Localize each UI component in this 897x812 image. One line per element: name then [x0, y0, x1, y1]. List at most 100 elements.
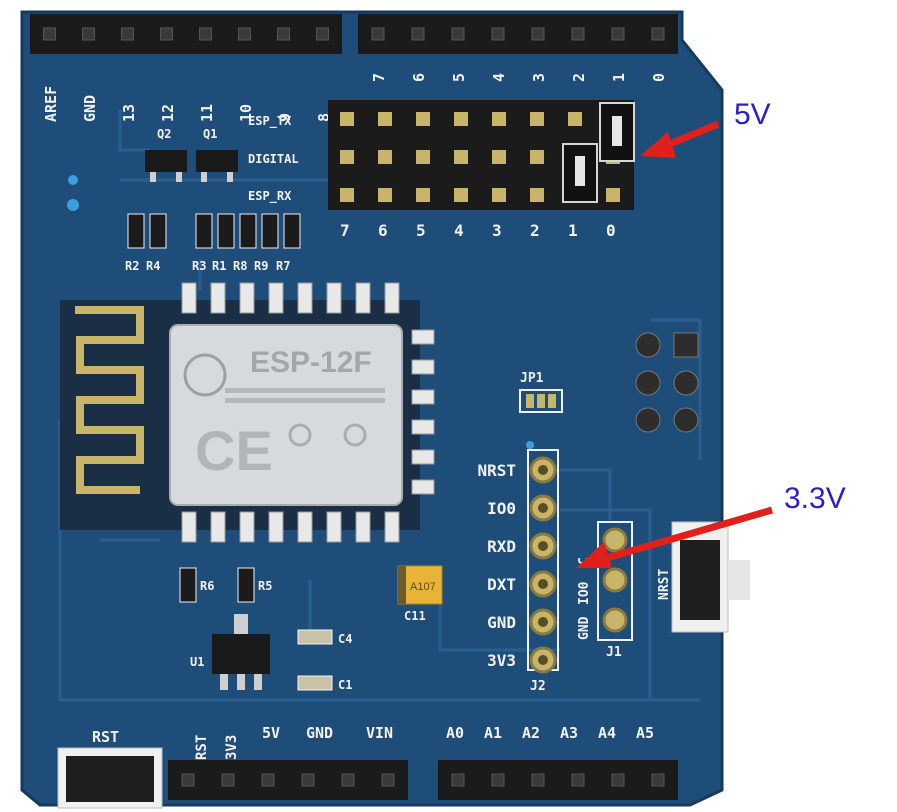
jumper-col-label: 0	[606, 221, 616, 240]
nrst-side-button[interactable]: NRST	[657, 521, 750, 633]
bottom-analog-header-socket	[571, 773, 585, 787]
callout-3v3: 3.3V	[576, 482, 846, 568]
jumper-pin	[492, 188, 506, 202]
top-right-label-7: 7	[370, 73, 388, 82]
jumper-pin	[530, 112, 544, 126]
resistor-label-r9: R9	[254, 259, 268, 273]
jumper-row-label-esp-tx: ESP_TX	[248, 114, 292, 129]
module-pad-bottom	[181, 511, 197, 543]
top-left-label-10: 10	[237, 104, 255, 122]
weee-mark-icon	[288, 423, 312, 447]
jumper-pin	[340, 150, 354, 164]
svg-text:U1: U1	[190, 655, 204, 669]
top-left-header-socket	[316, 27, 329, 41]
j2-pin-label-nrst: NRST	[477, 461, 516, 480]
resistor-body	[283, 213, 301, 249]
c11-marking: A107	[410, 581, 436, 593]
bottom-power-header-socket	[301, 773, 315, 787]
j1-pin-label-io0: IO0	[577, 581, 592, 605]
j1-pin	[602, 527, 628, 553]
svg-text:R6: R6	[200, 579, 214, 593]
module-pad-top	[268, 282, 284, 314]
top-left-label-gnd: GND	[81, 95, 99, 122]
j1-outline	[597, 521, 633, 641]
j2-pin-label-dxt: DXT	[487, 575, 516, 594]
bottom-header-analog	[438, 760, 678, 800]
top-header-right	[358, 14, 678, 54]
bottom-analog-header-socket	[611, 773, 625, 787]
analog-label-a1: A1	[484, 724, 502, 742]
module-pad-top	[239, 282, 255, 314]
top-left-label-aref: AREF	[42, 86, 60, 122]
jumper-cap-5v[interactable]	[599, 102, 635, 162]
j2-label: J2	[530, 679, 546, 694]
resistor-r5: R5	[237, 567, 272, 603]
top-left-header-body	[30, 14, 342, 54]
svg-text:R5: R5	[258, 579, 272, 593]
module-pad-top	[326, 282, 342, 314]
rst-button-label: RST	[92, 728, 119, 746]
jumper-pin	[606, 188, 620, 202]
bottom-analog-header-socket	[451, 773, 465, 787]
module-pad-side	[411, 449, 435, 465]
top-right-label-4: 4	[490, 73, 508, 82]
c11-label: C11	[404, 609, 426, 623]
ce-mark-icon: CE	[195, 419, 273, 482]
bottom-power-header-socket	[341, 773, 355, 787]
jumper-pin	[492, 112, 506, 126]
j2-pin-hole	[538, 465, 548, 475]
rst-bottom-button[interactable]: RST	[57, 728, 163, 809]
regulator-u1: U1	[190, 614, 270, 690]
q1-label: Q1	[203, 127, 217, 141]
analog-label-a3: A3	[560, 724, 578, 742]
jumper-pin	[454, 112, 468, 126]
module-pad-side	[411, 389, 435, 405]
bottom-power-header-socket	[181, 773, 195, 787]
j1-label: J1	[606, 645, 622, 660]
top-right-label-6: 6	[410, 73, 428, 82]
j1-pin	[602, 607, 628, 633]
module-logo	[183, 353, 227, 397]
icsp-pads	[635, 332, 699, 433]
jumper-col-label: 5	[416, 221, 426, 240]
module-pad-top	[181, 282, 197, 314]
jumper-pin	[378, 112, 392, 126]
jumper-col-label: 3	[492, 221, 502, 240]
top-right-header-socket	[491, 27, 505, 41]
top-left-header-socket	[238, 27, 251, 41]
top-left-header-socket	[160, 27, 173, 41]
resistor-body	[261, 213, 279, 249]
module-pad-side	[411, 419, 435, 435]
jumper-row-label-digital: DIGITAL	[248, 152, 299, 166]
top-right-label-3: 3	[530, 73, 548, 82]
jumper-pin	[378, 188, 392, 202]
jumper-col-label: 7	[340, 221, 350, 240]
arrow-head-3v3-icon	[576, 542, 612, 568]
top-left-label-9: 9	[276, 113, 294, 122]
power-label-rst: RST	[194, 735, 210, 760]
resistor-label-r8: R8	[233, 259, 247, 273]
jumper-cap-rx[interactable]	[562, 143, 598, 203]
module-pad-top	[355, 282, 371, 314]
resistor-r6: R6	[179, 567, 214, 603]
jumper-pin	[340, 188, 354, 202]
capacitor-c4: C4	[297, 629, 352, 646]
jumper-pin	[492, 150, 506, 164]
j2-pin-label-io0: IO0	[487, 499, 516, 518]
analog-label-a4: A4	[598, 724, 616, 742]
top-left-label-13: 13	[120, 104, 138, 122]
bottom-analog-header-socket	[531, 773, 545, 787]
top-left-header-socket	[199, 27, 212, 41]
jumper-pin	[416, 188, 430, 202]
power-label-5v: 5V	[262, 724, 280, 742]
bottom-power-header-body	[168, 760, 408, 800]
top-left-label-11: 11	[198, 104, 216, 122]
jp1-pads: JP1	[519, 371, 563, 413]
analog-label-a5: A5	[636, 724, 654, 742]
bottom-power-header-socket	[381, 773, 395, 787]
top-right-header-socket	[451, 27, 465, 41]
top-right-header-socket	[571, 27, 585, 41]
top-right-header-socket	[531, 27, 545, 41]
